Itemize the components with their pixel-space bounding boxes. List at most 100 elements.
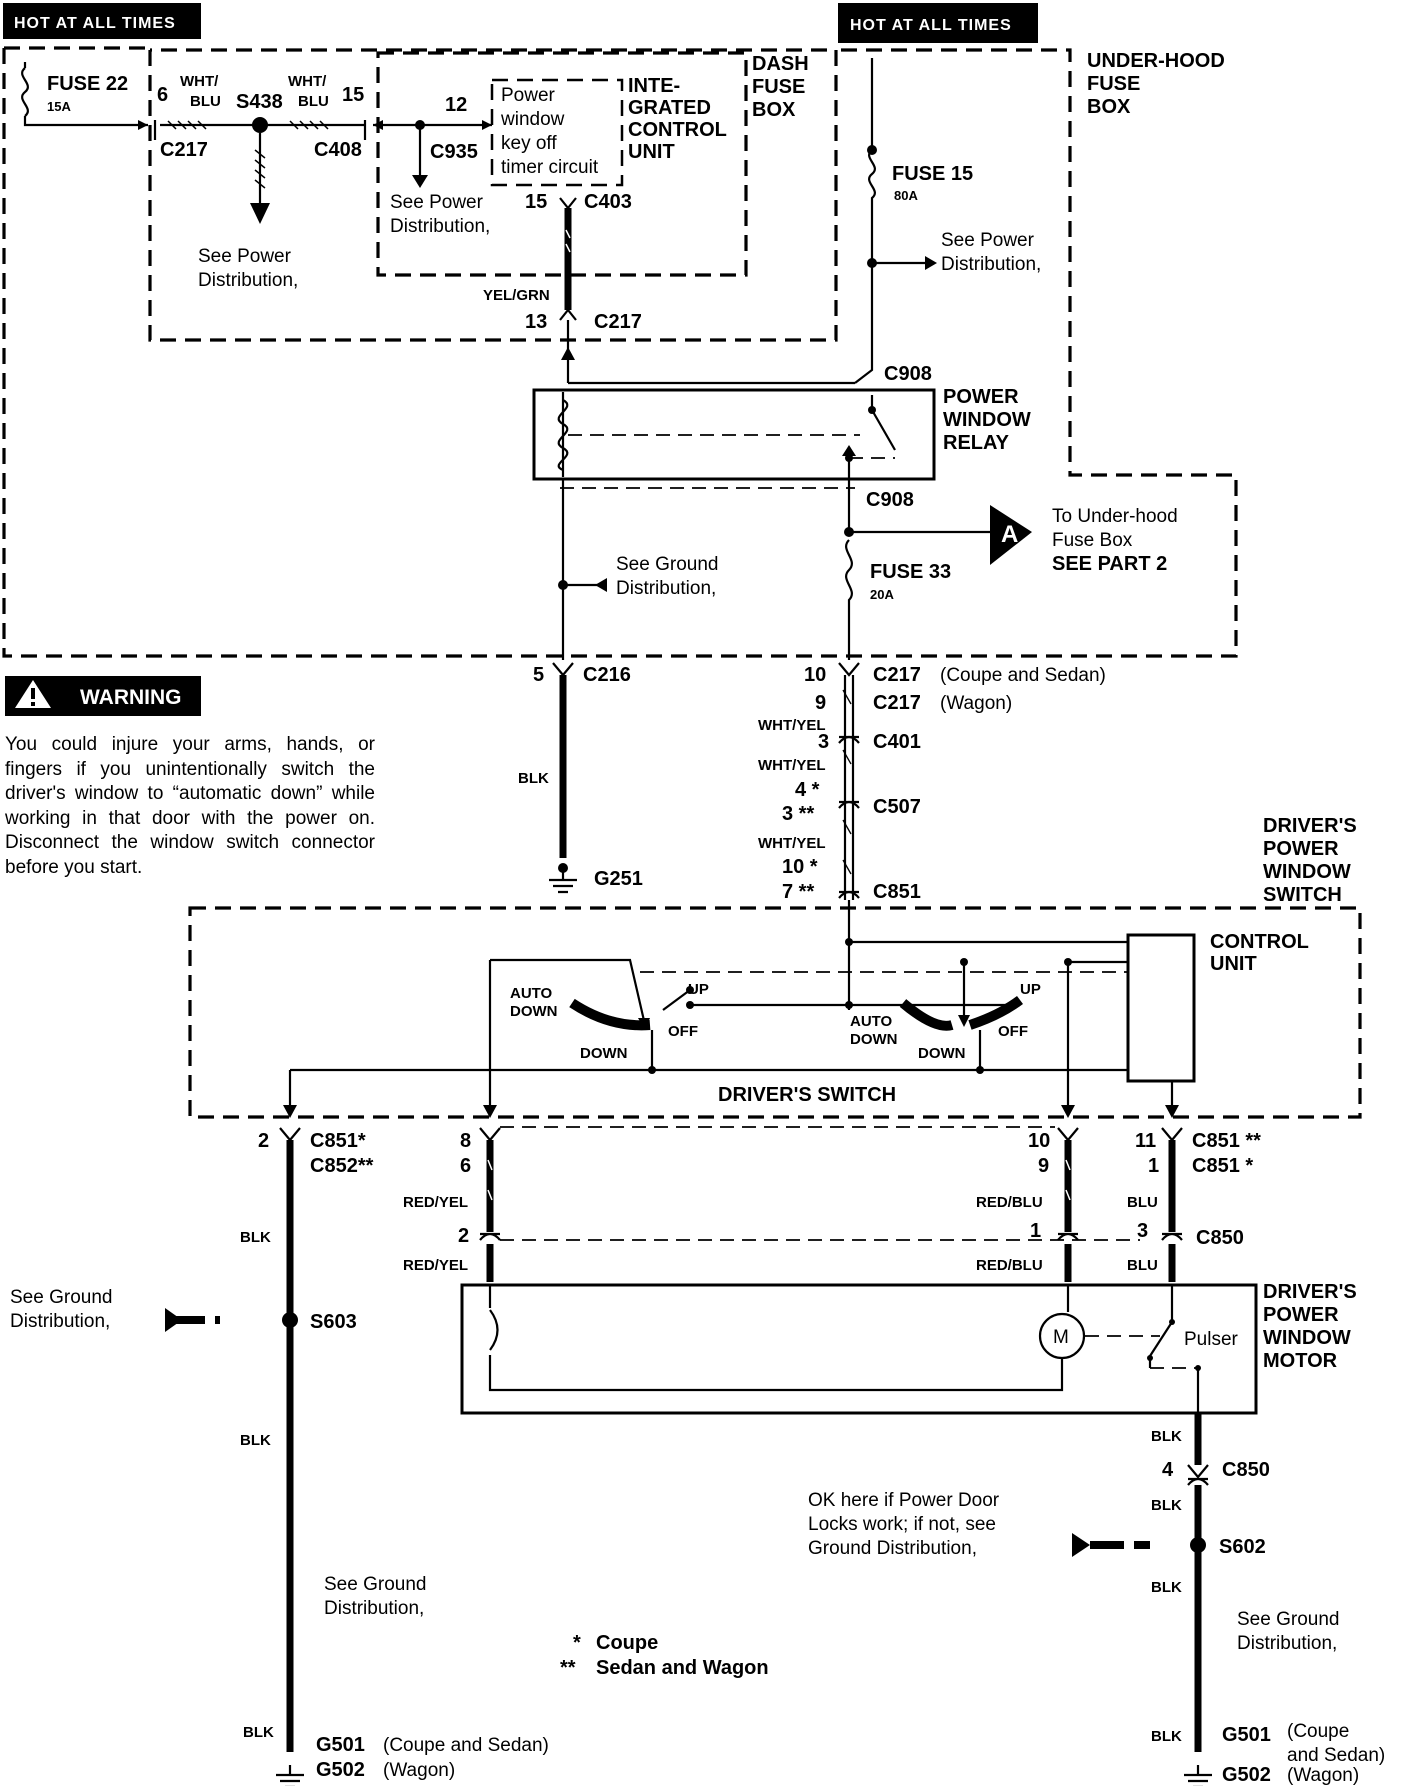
- wire-color-blk-right-1: BLK: [1151, 1428, 1182, 1445]
- pin-10-star: 10 *: [782, 856, 818, 878]
- wire-color-blk-right-4: BLK: [1151, 1728, 1182, 1745]
- connector-c217-coupe-sedan: C217: [873, 664, 921, 686]
- connector-c216: C216: [583, 664, 631, 686]
- warning-title: WARNING: [80, 686, 182, 709]
- connector-c850-lower: C850: [1222, 1459, 1270, 1481]
- svg-text:HOT AT ALL TIMES: HOT AT ALL TIMES: [850, 17, 1012, 34]
- timer-text-2: window: [500, 109, 565, 130]
- connector-c908-top: C908: [884, 363, 932, 385]
- relay-label-1: POWER: [943, 386, 1019, 408]
- right-ground-wire: [1072, 1413, 1212, 1786]
- motor-label-2: POWER: [1263, 1304, 1339, 1326]
- ground-g502-right: G502: [1222, 1764, 1271, 1786]
- ground-g502-left: G502: [316, 1759, 365, 1781]
- driver-switch-label-1: DRIVER'S: [1263, 815, 1357, 837]
- connector-c851-feed: C851: [873, 881, 921, 903]
- splice-s603: S603: [310, 1311, 357, 1333]
- icu-title-2: GRATED: [628, 97, 711, 119]
- connector-c908-bottom: C908: [866, 489, 914, 511]
- ok-here-line3: Ground Distribution,: [808, 1538, 977, 1559]
- hot-at-all-times-left-tag: HOT AT ALL TIMES: [3, 3, 201, 39]
- wire-color-whtyel-2: WHT/YEL: [758, 757, 826, 774]
- right-down-label: DOWN: [918, 1045, 966, 1062]
- marker-a: A: [1001, 521, 1018, 548]
- pin-1-c851: 1: [1148, 1155, 1159, 1177]
- legend-sedan-wagon: Sedan and Wagon: [596, 1657, 769, 1679]
- svg-text:20A: 20A: [870, 587, 894, 602]
- timer-text-3: key off: [501, 133, 557, 154]
- outer-boundary: [2, 48, 1238, 658]
- control-unit-label-1: CONTROL: [1210, 931, 1309, 953]
- icu-title-4: UNIT: [628, 141, 675, 163]
- left-up-label: UP: [688, 981, 709, 998]
- timer-text-1: Power: [501, 85, 556, 106]
- wire-color-blu-2: BLU: [1127, 1257, 1158, 1274]
- dash-fuse-box-label-2: FUSE: [752, 76, 805, 98]
- see-ground-left-line1: See Ground: [10, 1287, 112, 1308]
- see-ground-right-line1: See Ground: [1237, 1609, 1339, 1630]
- wire-color-whtblu-right-2: BLU: [298, 93, 329, 110]
- ground-g251: G251: [594, 868, 643, 890]
- icu-title-3: CONTROL: [628, 119, 727, 141]
- relay-label-2: WINDOW: [943, 409, 1031, 431]
- ok-here-line2: Locks work; if not, see: [808, 1514, 996, 1535]
- icu-title-1: INTE-: [628, 75, 680, 97]
- pin-6-c851: 6: [460, 1155, 471, 1177]
- connector-c851-double-star-right: C851 **: [1192, 1130, 1261, 1152]
- wire-color-redblu-1: RED/BLU: [976, 1194, 1043, 1211]
- motor-label-3: WINDOW: [1263, 1327, 1351, 1349]
- hot-at-all-times-right-tag: HOT AT ALL TIMES: [838, 3, 1038, 43]
- to-under-hood-3: SEE PART 2: [1052, 553, 1167, 575]
- driver-switch-label-2: POWER: [1263, 838, 1339, 860]
- connector-c408: C408: [314, 139, 362, 161]
- svg-text:FUSE 33: FUSE 33: [870, 561, 951, 583]
- pin-3-c850: 3: [1137, 1220, 1148, 1242]
- see-power-dist-1-line1: See Power: [198, 246, 292, 267]
- wire-color-blk-left-3: BLK: [243, 1724, 274, 1741]
- see-power-dist-1-line2: Distribution,: [198, 270, 298, 291]
- connector-c401: C401: [873, 731, 921, 753]
- right-up-label: UP: [1020, 981, 1041, 998]
- pin-2-c851: 2: [258, 1130, 269, 1152]
- pin-4-c850: 4: [1162, 1459, 1174, 1481]
- left-auto-label-2: DOWN: [510, 1003, 558, 1020]
- drivers-power-window-motor: [460, 1283, 1258, 1415]
- motor-label-1: DRIVER'S: [1263, 1281, 1357, 1303]
- ground-g501-right: G501: [1222, 1724, 1271, 1746]
- to-under-hood-2: Fuse Box: [1052, 530, 1133, 551]
- pin-6: 6: [157, 84, 168, 106]
- power-window-relay: [532, 381, 936, 490]
- g502-left-note: (Wagon): [383, 1760, 455, 1781]
- see-power-dist-2-line2: Distribution,: [390, 216, 490, 237]
- pin-2-c850: 2: [458, 1225, 469, 1247]
- pin-15: 15: [342, 84, 364, 106]
- dash-fuse-box-label-1: DASH: [752, 53, 809, 75]
- connector-c217-mid: C217: [594, 311, 642, 333]
- c217-wagon-note: (Wagon): [940, 693, 1012, 714]
- g501-right-note-1: (Coupe: [1287, 1721, 1349, 1742]
- svg-text:FUSE 15: FUSE 15: [892, 163, 973, 185]
- warning-tag: WARNING: [5, 676, 201, 716]
- see-ground-left-line2: Distribution,: [10, 1311, 110, 1332]
- wire-color-redyel-1: RED/YEL: [403, 1194, 468, 1211]
- warning-text: You could injure your arms, hands, or fi…: [5, 734, 375, 878]
- pin-9-c217: 9: [815, 692, 826, 714]
- motor-m-symbol: M: [1053, 1327, 1069, 1348]
- wire-color-blk-g251: BLK: [518, 770, 549, 787]
- svg-text:80A: 80A: [894, 188, 918, 203]
- splice-s438: S438: [236, 91, 283, 113]
- right-off-label: OFF: [998, 1023, 1028, 1040]
- under-hood-label-1: UNDER-HOOD: [1087, 50, 1225, 72]
- icu-pin-15: 15: [525, 191, 547, 213]
- whtblu-wire: [153, 117, 492, 224]
- wire-color-redyel-2: RED/YEL: [403, 1257, 468, 1274]
- right-auto-label-2: DOWN: [850, 1031, 898, 1048]
- g502-right-note: (Wagon): [1287, 1765, 1359, 1786]
- svg-text:HOT AT ALL TIMES: HOT AT ALL TIMES: [14, 15, 176, 32]
- wire-color-blk-right-3: BLK: [1151, 1579, 1182, 1596]
- svg-text:15A: 15A: [47, 99, 71, 114]
- connector-c935: C935: [430, 141, 478, 163]
- legend-star-2: **: [560, 1657, 576, 1679]
- right-auto-label-1: AUTO: [850, 1013, 893, 1030]
